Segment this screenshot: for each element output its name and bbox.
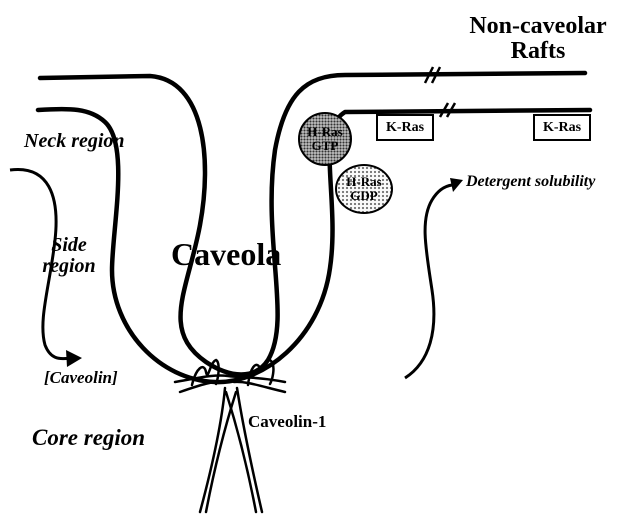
curved-arrow-right <box>405 185 452 378</box>
side-region-line-2: region <box>28 256 110 277</box>
hras-gdp-marker: H-Ras GDP <box>335 164 393 214</box>
caveolin1-tails <box>200 388 262 512</box>
title-line-2: Rafts <box>443 39 633 64</box>
detergent-solubility-label: Detergent solubility <box>466 174 595 191</box>
hras-gtp-marker: H-Ras GTP <box>298 112 352 166</box>
caveolin-bracket-label: [Caveolin] <box>44 369 118 387</box>
side-region-line-1: Side <box>28 235 110 256</box>
hras-gtp-line-2: GTP <box>312 139 339 153</box>
core-region-label: Core region <box>32 426 145 450</box>
diagram-title: Non-caveolar Rafts <box>443 14 633 64</box>
arrowhead-right <box>450 178 463 192</box>
hras-gdp-line-2: GDP <box>350 189 377 203</box>
hras-gdp-line-1: H-Ras <box>346 175 381 189</box>
arrowhead-left <box>66 350 82 367</box>
caveola-label: Caveola <box>171 238 281 272</box>
hras-gtp-line-1: H-Ras <box>307 125 342 139</box>
caveolin1-label: Caveolin-1 <box>248 413 326 431</box>
kras-box-right: K-Ras <box>533 114 591 141</box>
title-line-1: Non-caveolar <box>443 14 633 39</box>
neck-region-label: Neck region <box>24 131 125 152</box>
kras-box-left: K-Ras <box>376 114 434 141</box>
side-region-label: Side region <box>28 235 110 277</box>
